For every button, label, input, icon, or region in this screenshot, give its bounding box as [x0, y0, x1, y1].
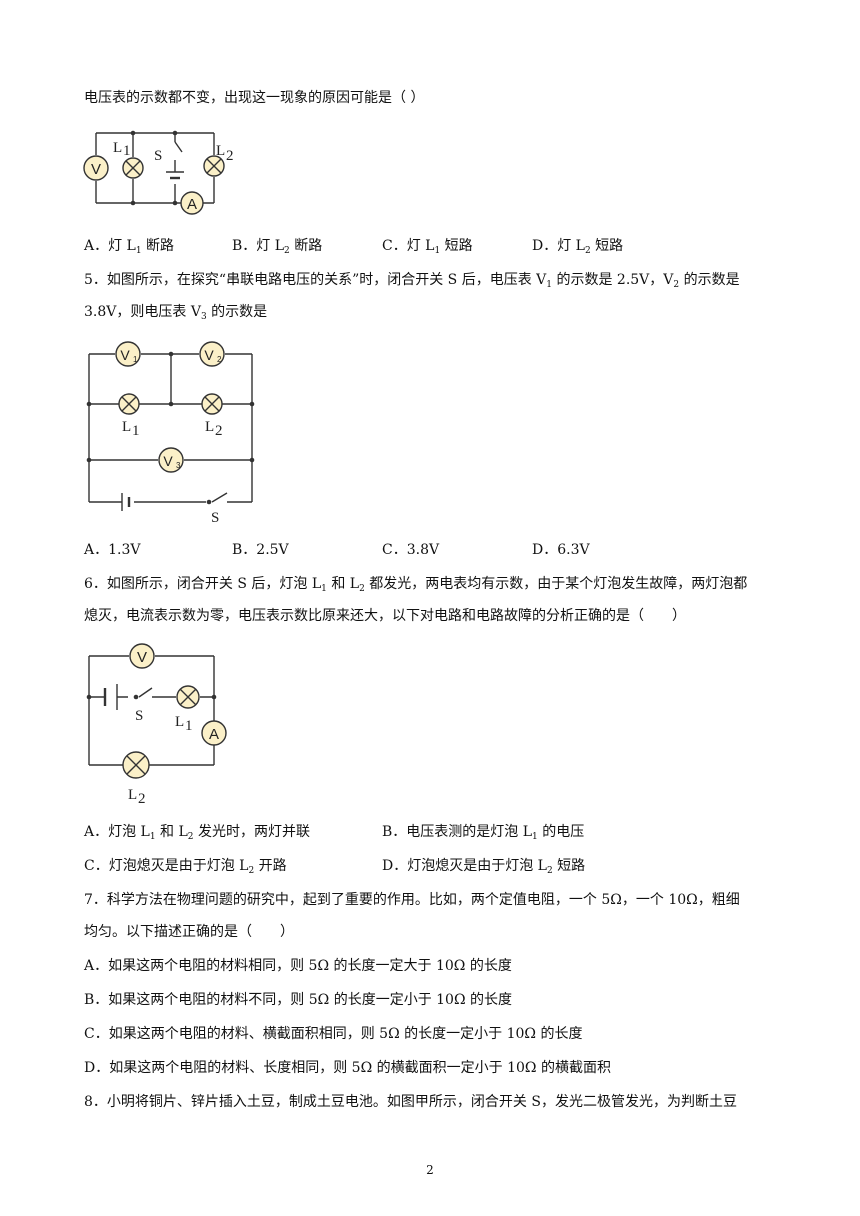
- circuit-q6: V S L 1 A L 2: [86, 643, 227, 807]
- circuit-q5-wires: [88, 353, 253, 511]
- lamp-l2-icon: [122, 751, 150, 779]
- lamp-l1-icon: [118, 393, 140, 415]
- lamp-l2-icon: [201, 393, 223, 415]
- voltmeter-v3-icon: V 3: [158, 447, 184, 473]
- q5-stem-line1: 5．如图所示，在探究“串联电路电压的关系”时，闭合开关 S 后，电压表 V1 的…: [84, 272, 740, 290]
- switch-label: S: [154, 148, 162, 164]
- q5-option-b[interactable]: B．2.5V: [232, 542, 289, 558]
- svg-text:1: 1: [132, 423, 140, 439]
- lamp-l2-icon: [203, 155, 225, 177]
- svg-text:1: 1: [133, 355, 138, 364]
- q6-option-b[interactable]: B．电压表测的是灯泡 L1 的电压: [382, 824, 585, 842]
- svg-text:V: V: [163, 453, 173, 469]
- lamp-l1-icon: [176, 685, 200, 709]
- svg-text:1: 1: [123, 143, 131, 159]
- q4-option-a[interactable]: A．灯 L1 断路: [84, 238, 175, 256]
- lamp-l1-icon: [122, 157, 144, 179]
- voltmeter-v1-icon: V 1: [115, 341, 141, 367]
- svg-text:V: V: [120, 347, 130, 363]
- q5-stem-line2: 3.8V，则电压表 V3 的示数是: [84, 304, 268, 322]
- q4-option-d[interactable]: D．灯 L2 短路: [532, 238, 624, 256]
- svg-text:2: 2: [138, 791, 146, 807]
- circuit-q5: V 1 V 2 L 1 L 2 V 3 S: [86, 341, 255, 526]
- q7-option-b[interactable]: B．如果这两个电阻的材料不同，则 5Ω 的长度一定小于 10Ω 的长度: [84, 992, 513, 1008]
- ammeter-icon: A: [180, 191, 204, 215]
- svg-text:1: 1: [185, 718, 193, 734]
- lamp-l2-label: L: [128, 787, 137, 803]
- q7-stem-line2: 均匀。以下描述正确的是（ ）: [84, 924, 294, 940]
- lamp-l1-label: L: [175, 714, 184, 730]
- switch-label: S: [135, 708, 143, 724]
- svg-text:A: A: [187, 196, 197, 213]
- svg-text:V: V: [91, 161, 101, 178]
- voltmeter-icon: V: [83, 155, 109, 181]
- voltmeter-icon: V: [129, 643, 155, 669]
- svg-text:2: 2: [217, 355, 222, 364]
- q4-option-b[interactable]: B．灯 L2 断路: [232, 238, 323, 256]
- lamp-l1-label: L: [122, 419, 131, 435]
- svg-text:2: 2: [215, 423, 223, 439]
- svg-text:V: V: [137, 649, 147, 666]
- q5-option-a[interactable]: A．1.3V: [84, 542, 141, 558]
- svg-text:3: 3: [176, 461, 181, 470]
- q4-option-c[interactable]: C．灯 L1 短路: [382, 238, 473, 256]
- q7-stem-line1: 7．科学方法在物理问题的研究中，起到了重要的作用。比如，两个定值电阻，一个 5Ω…: [84, 892, 740, 908]
- q6-option-a[interactable]: A．灯泡 L1 和 L2 发光时，两灯并联: [84, 824, 310, 842]
- svg-text:2: 2: [226, 148, 234, 164]
- q5-option-c[interactable]: C．3.8V: [382, 542, 440, 558]
- q8-stem-line1: 8．小明将铜片、锌片插入土豆，制成土豆电池。如图甲所示，闭合开关 S，发光二极管…: [84, 1094, 737, 1110]
- lamp-l1-label: L: [113, 140, 122, 156]
- circuit-q6-wires: [88, 655, 215, 766]
- switch-label: S: [211, 510, 219, 526]
- svg-text:A: A: [209, 726, 219, 743]
- q6-stem-line2: 熄灭，电流表示数为零，电压表示数比原来还大，以下对电路和电路故障的分析正确的是（…: [84, 608, 686, 624]
- lamp-l2-label: L: [216, 143, 225, 159]
- circuit-q4-wires: [95, 132, 215, 204]
- q7-option-a[interactable]: A．如果这两个电阻的材料相同，则 5Ω 的长度一定大于 10Ω 的长度: [84, 958, 512, 974]
- q6-option-c[interactable]: C．灯泡熄灭是由于灯泡 L2 开路: [84, 858, 287, 876]
- circuit-q4: V L 1 S L 2 A: [83, 130, 234, 215]
- q6-stem-line1: 6．如图所示，闭合开关 S 后，灯泡 L1 和 L2 都发光，两电表均有示数，由…: [84, 576, 748, 594]
- lamp-l2-label: L: [205, 419, 214, 435]
- svg-text:V: V: [204, 347, 214, 363]
- q6-option-d[interactable]: D．灯泡熄灭是由于灯泡 L2 短路: [382, 858, 586, 876]
- page-number: 2: [426, 1163, 434, 1177]
- q5-option-d[interactable]: D．6.3V: [532, 542, 590, 558]
- q4-stem-tail: 电压表的示数都不变，出现这一现象的原因可能是（ ）: [84, 90, 425, 106]
- ammeter-icon: A: [201, 720, 227, 746]
- voltmeter-v2-icon: V 2: [199, 341, 225, 367]
- q7-option-d[interactable]: D．如果这两个电阻的材料、长度相同，则 5Ω 的横截面积一定小于 10Ω 的横截…: [84, 1060, 611, 1076]
- q7-option-c[interactable]: C．如果这两个电阻的材料、横截面积相同，则 5Ω 的长度一定小于 10Ω 的长度: [84, 1026, 583, 1042]
